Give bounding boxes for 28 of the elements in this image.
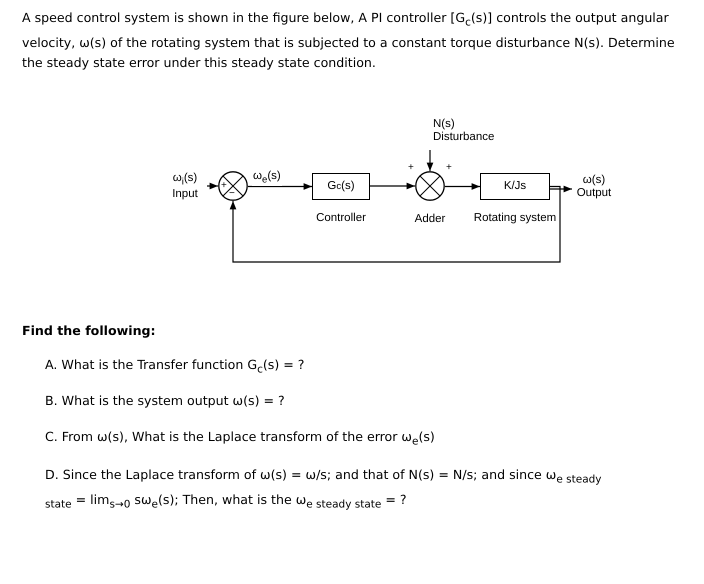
sign-label: + bbox=[221, 181, 227, 191]
edge-label: ω$_{e}$(s) bbox=[252, 170, 282, 186]
arrow bbox=[248, 183, 312, 190]
signal-label: ω(s) bbox=[582, 174, 606, 187]
signal-caption: Input bbox=[171, 188, 199, 202]
question-text: B. What is the system output ω(s) = ? bbox=[45, 392, 286, 410]
problem-statement: A speed control system is shown in the figure below, A PI controller [G$_{c}$(s)] controls the output angular velocity, ω(s) of the rotating system that is subjected to a constant torque disturbance N(s). Determine the steady state error under this steady state condition. bbox=[22, 9, 676, 72]
sign-label: + bbox=[408, 163, 414, 173]
question-text: A. What is the Transfer function G$_{c}$(s) = ? bbox=[45, 356, 306, 378]
signal-caption: Output bbox=[576, 187, 612, 200]
signal-label: N(s) bbox=[433, 118, 456, 131]
question-text: C. From ω(s), What is the Laplace transform of the error ω$_{e}$(s) bbox=[45, 428, 436, 450]
arrow bbox=[550, 186, 572, 192]
arrow bbox=[207, 182, 218, 190]
arrow bbox=[426, 150, 434, 171]
signal-label: ω$_{i}$(s) bbox=[172, 172, 198, 188]
section-heading: Find the following: bbox=[22, 322, 157, 340]
signal-caption: Disturbance bbox=[433, 131, 496, 144]
block-caption: Controller bbox=[315, 212, 367, 225]
sign-label: − bbox=[229, 189, 235, 199]
transfer-function-block: K/Js bbox=[480, 173, 550, 200]
sign-label: + bbox=[446, 163, 452, 173]
block-caption: Rotating system bbox=[472, 212, 558, 225]
arrow bbox=[445, 183, 480, 190]
junction-caption: Adder bbox=[414, 213, 446, 226]
arrow bbox=[370, 182, 415, 190]
arrow bbox=[230, 186, 561, 263]
question-text: D. Since the Laplace transform of ω(s) = ω/s; and that of N(s) = N/s; and since ω$_{e steady}$ $_{state}$ = lim$_{s→0}$ sω$_{e}$(s); Then, what is the ω$_{e steady state}$ = ? bbox=[45, 466, 603, 512]
